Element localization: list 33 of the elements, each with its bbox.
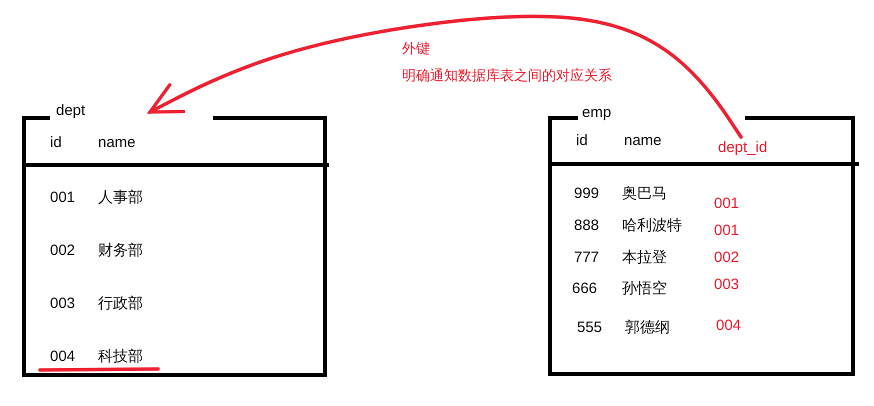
table-cell: 哈利波特 [622,217,682,235]
table-cell: 004 [50,348,76,366]
table-cell: 003 [714,276,740,294]
table-cell: 888 [574,217,600,235]
column-header: id [576,132,588,150]
table-cell: 奥巴马 [622,185,667,203]
curved-arrow [148,14,743,139]
table-title: emp [582,104,612,122]
table-cell: 行政部 [98,295,143,313]
table-cell: 001 [714,222,740,240]
table-cell: 555 [577,319,602,337]
column-header: name [98,134,136,152]
column-header: dept_id [718,139,768,157]
table-cell: 001 [50,189,76,207]
edge-label: 外键 [402,39,430,57]
table-cell: 003 [50,295,76,313]
table-cell: 科技部 [98,348,143,366]
table-cell: 004 [716,317,742,335]
column-header: id [50,134,62,152]
table-cell: 财务部 [98,242,143,260]
table-cell: 999 [574,185,600,203]
table-title: dept [56,102,86,120]
column-header: name [624,132,662,150]
table-cell: 666 [572,280,598,298]
table-cell: 002 [50,242,76,260]
table-cell: 777 [574,249,600,267]
table-cell: 孙悟空 [622,280,667,298]
table-cell: 人事部 [98,189,143,207]
table-cell: 郭德纲 [625,319,670,337]
table-cell: 002 [714,249,740,267]
table-cell: 001 [714,195,740,213]
table-cell: 本拉登 [622,249,667,267]
note: 明确通知数据库表之间的对应关系 [402,67,612,85]
